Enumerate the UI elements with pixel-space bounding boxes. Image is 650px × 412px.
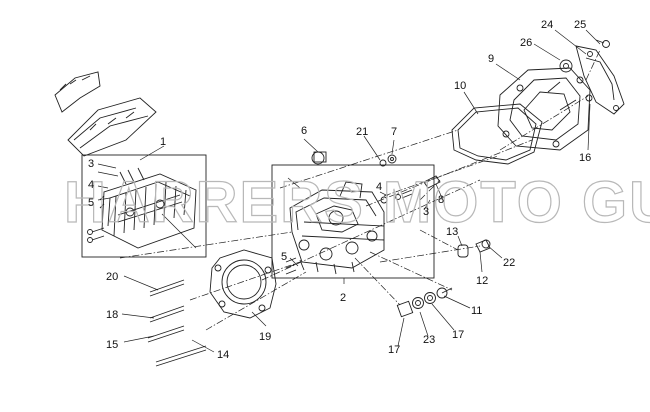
assembly-lines	[119, 49, 601, 331]
callout-label: 19	[259, 331, 271, 343]
stud-set	[147, 279, 207, 367]
cover-plate-24	[575, 45, 625, 115]
callout-label: 26	[520, 37, 532, 49]
cover-gasket-10	[451, 103, 543, 165]
callout-label: 14	[217, 349, 229, 361]
callout-label: 20	[106, 271, 118, 283]
valve-cover-9	[497, 67, 591, 151]
callout-label: 3	[88, 158, 94, 170]
callout-label: 3	[423, 206, 429, 218]
callout-label: 6	[301, 125, 307, 137]
callout-labels: 1 2 3 3 4 4 5 5 6 7 8 9 10 11 12 13 14 1…	[88, 19, 591, 361]
watermark-text: HARRERS MOTO GUZZI ©	[64, 170, 650, 235]
overview-engine-sketch	[54, 71, 157, 157]
callout-label: 18	[106, 309, 118, 321]
callout-label: 8	[438, 194, 444, 206]
callout-label: 12	[476, 275, 488, 287]
callout-label: 10	[454, 80, 466, 92]
callout-label: 13	[446, 226, 458, 238]
callout-label: 7	[391, 126, 397, 138]
callout-label: 15	[106, 339, 118, 351]
callout-label: 22	[503, 257, 515, 269]
outline-box-2	[271, 164, 435, 279]
callout-label: 4	[88, 179, 94, 191]
callout-label: 11	[471, 305, 482, 317]
callout-label: 25	[574, 19, 586, 31]
main-cylinder-head	[289, 181, 385, 275]
small-parts-bottom	[396, 239, 491, 318]
callout-label: 16	[579, 152, 591, 164]
callout-label: 9	[488, 53, 494, 65]
gasket-19	[209, 249, 277, 319]
callout-label: 5	[88, 197, 94, 209]
detail-box-1	[81, 154, 207, 258]
cylinder-head-detail	[87, 167, 197, 249]
callout-label: 4	[376, 181, 382, 193]
callout-label: 1	[160, 136, 166, 148]
leader-lines	[97, 29, 601, 353]
callout-label: 17	[452, 329, 464, 341]
callout-label: 24	[541, 19, 553, 31]
callout-label: 2	[340, 292, 346, 304]
small-fasteners-top	[285, 39, 610, 275]
callout-label: 5	[281, 251, 287, 263]
callout-label: 21	[356, 126, 368, 138]
callout-label: 17	[388, 344, 400, 356]
callout-label: 23	[423, 334, 435, 346]
